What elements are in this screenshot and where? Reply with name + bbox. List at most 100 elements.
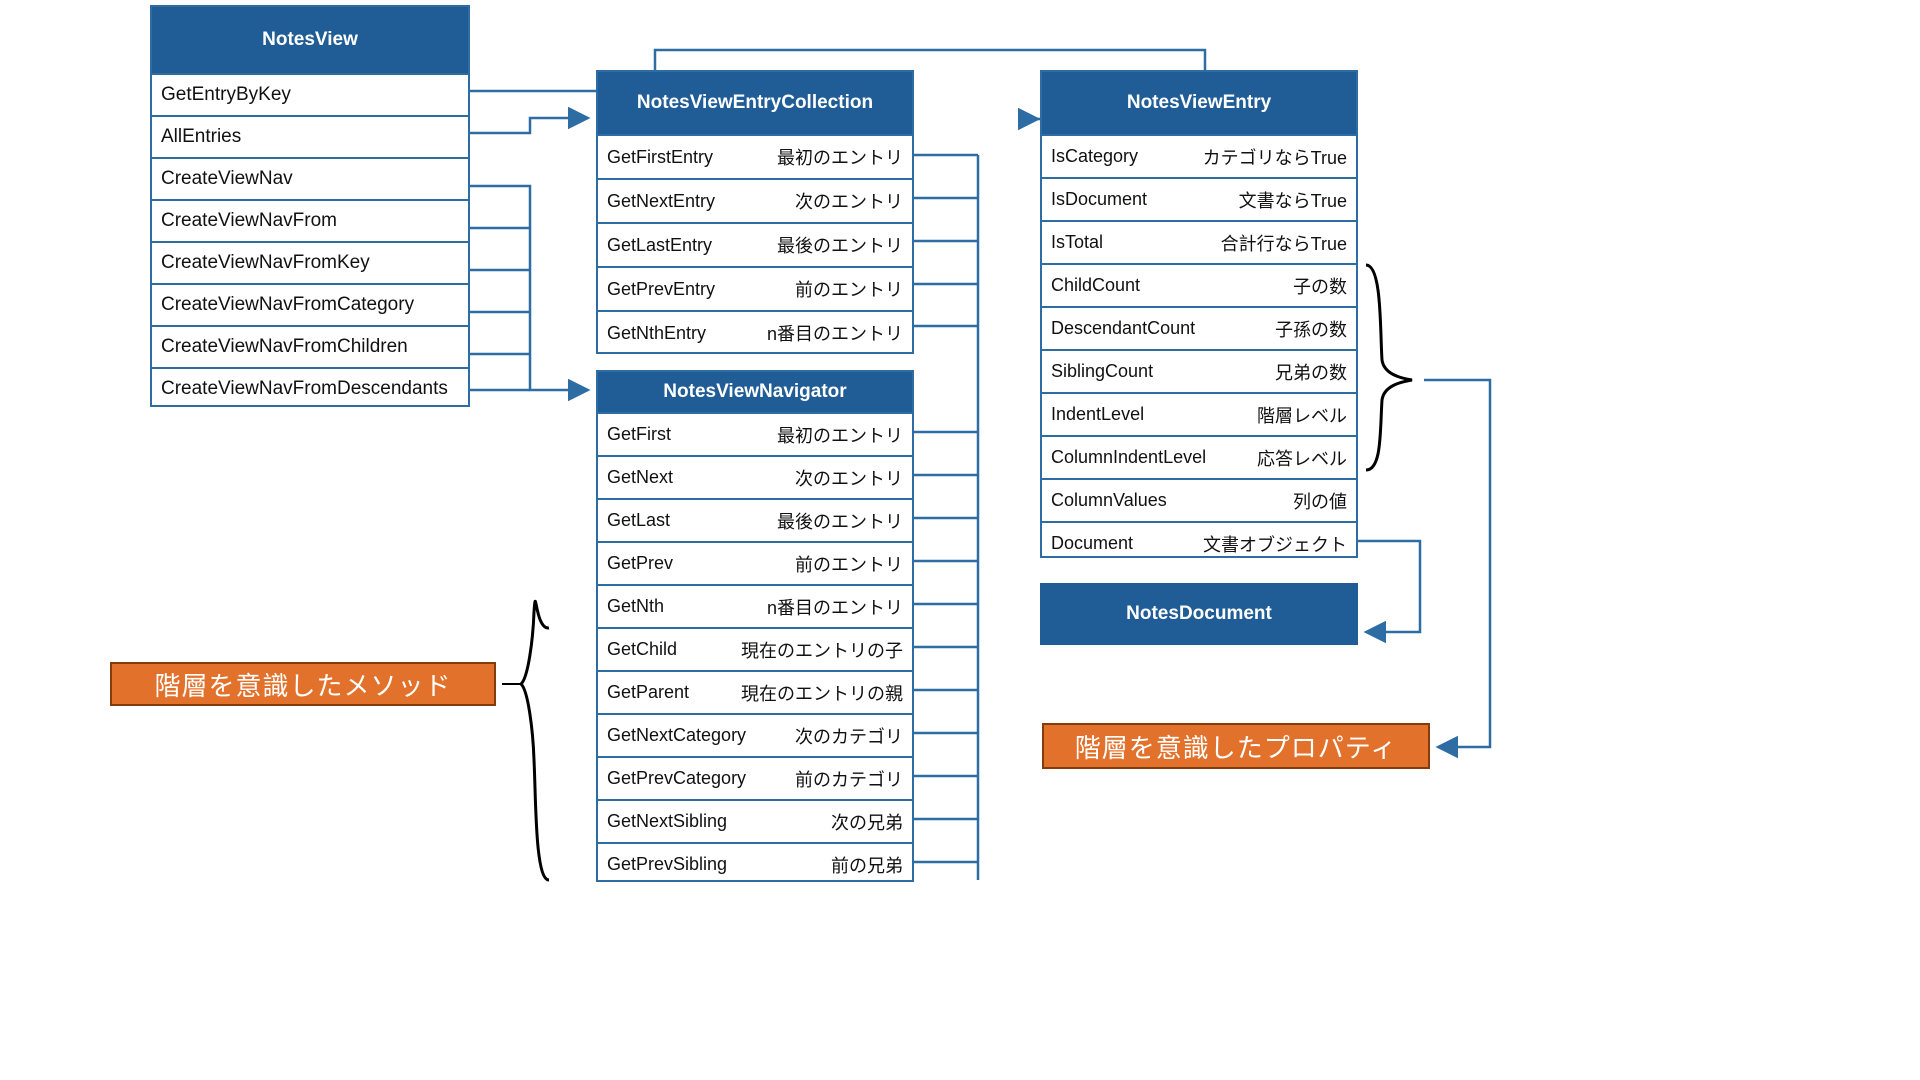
row-name: GetLastEntry: [607, 234, 713, 255]
connector-brace-to-properties-callout: [1424, 378, 1492, 759]
row-name: ChildCount: [1051, 275, 1141, 295]
class-title-notesviewnavigator: NotesViewNavigator: [598, 372, 912, 412]
class-row: CreateViewNavFrom: [152, 199, 468, 241]
row-desc: 文書オブジェクト: [1203, 534, 1347, 555]
row-desc: 文書ならTrue: [1238, 190, 1347, 211]
class-box-notesviewentry[interactable]: NotesViewEntry IsCategory カテゴリならTrue IsDo…: [1040, 70, 1358, 558]
row-name: GetParent: [607, 682, 690, 702]
row-desc: 前のエントリ: [795, 554, 903, 575]
class-row: GetNextSibling 次の兄弟: [598, 799, 912, 842]
row-desc: 次のエントリ: [795, 468, 903, 489]
class-row: SiblingCount 兄弟の数: [1042, 349, 1356, 392]
brace-entry-properties: [1365, 263, 1413, 472]
row-desc: 最後のエントリ: [777, 511, 903, 532]
class-box-notesview[interactable]: NotesView GetEntryByKey AllEntries Creat…: [150, 5, 470, 407]
class-row: GetLast 最後のエントリ: [598, 498, 912, 541]
row-name: GetEntryByKey: [161, 84, 291, 105]
row-desc: 次のカテゴリ: [795, 726, 903, 747]
class-row: GetChild 現在のエントリの子: [598, 627, 912, 670]
row-name: CreateViewNavFrom: [161, 210, 337, 231]
row-name: CreateViewNavFromCategory: [161, 294, 415, 315]
class-box-notesviewnavigator[interactable]: NotesViewNavigator GetFirst 最初のエントリ GetNe…: [596, 370, 914, 882]
class-row: GetFirst 最初のエントリ: [598, 412, 912, 455]
class-row: IsCategory カテゴリならTrue: [1042, 134, 1356, 177]
row-desc: 最初のエントリ: [777, 148, 903, 168]
row-name: GetNth: [607, 596, 665, 616]
row-desc: 現在のエントリの子: [741, 640, 903, 661]
class-row: CreateViewNavFromChildren: [152, 325, 468, 367]
class-row: CreateViewNavFromCategory: [152, 283, 468, 325]
row-desc: 次のエントリ: [795, 192, 903, 212]
row-desc: 最後のエントリ: [777, 236, 903, 256]
class-box-notesviewentrycollection[interactable]: NotesViewEntryCollection GetFirstEntry 最初…: [596, 70, 914, 354]
class-row: AllEntries: [152, 115, 468, 157]
row-name: AllEntries: [161, 126, 242, 147]
row-name: GetChild: [607, 639, 678, 659]
class-title-notesview: NotesView: [152, 7, 468, 73]
row-name: IsCategory: [1051, 146, 1139, 166]
row-name: GetFirst: [607, 424, 672, 444]
row-desc: 次の兄弟: [831, 812, 903, 833]
row-desc: 前のカテゴリ: [795, 769, 903, 790]
row-desc: 列の値: [1293, 491, 1347, 512]
callout-hierarchy-methods[interactable]: 階層を意識したメソッド: [110, 662, 496, 706]
class-row: GetNextCategory 次のカテゴリ: [598, 713, 912, 756]
class-row: GetFirstEntry 最初のエントリ: [598, 134, 912, 178]
row-desc: 子孫の数: [1275, 319, 1347, 340]
class-row: Document 文書オブジェクト: [1042, 521, 1356, 564]
row-desc: 最初のエントリ: [777, 425, 903, 446]
class-row: GetLastEntry 最後のエントリ: [598, 222, 912, 266]
row-name: GetNext: [607, 467, 674, 487]
row-name: CreateViewNavFromChildren: [161, 336, 408, 357]
row-name: GetLast: [607, 510, 671, 530]
class-row: CreateViewNavFromDescendants: [152, 367, 468, 409]
callout-hierarchy-properties[interactable]: 階層を意識したプロパティ: [1042, 723, 1430, 769]
connector-navigator-rows-to-entry: [914, 430, 978, 864]
row-name: ColumnIndentLevel: [1051, 447, 1207, 467]
connector-createviewnav-to-navigator: [470, 184, 591, 402]
row-name: GetPrev: [607, 553, 674, 573]
row-desc: カテゴリならTrue: [1202, 147, 1347, 168]
row-name: GetNextSibling: [607, 811, 728, 831]
class-row: GetPrevCategory 前のカテゴリ: [598, 756, 912, 799]
row-desc: 兄弟の数: [1275, 362, 1347, 383]
class-row: GetPrevSibling 前の兄弟: [598, 842, 912, 885]
class-row: CreateViewNavFromKey: [152, 241, 468, 283]
row-name: SiblingCount: [1051, 361, 1154, 381]
class-title-notesviewentrycollection: NotesViewEntryCollection: [598, 72, 912, 134]
row-desc: n番目のエントリ: [766, 324, 903, 344]
class-row: GetEntryByKey: [152, 73, 468, 115]
row-name: ColumnValues: [1051, 490, 1167, 510]
row-desc: 前のエントリ: [795, 280, 903, 300]
row-name: CreateViewNav: [161, 168, 293, 189]
row-desc: 前の兄弟: [831, 855, 903, 876]
brace-navigator-methods: [518, 600, 550, 882]
row-name: GetPrevSibling: [607, 854, 728, 874]
class-row: GetPrevEntry 前のエントリ: [598, 266, 912, 310]
row-name: DescendantCount: [1051, 318, 1196, 338]
row-name: GetFirstEntry: [607, 146, 714, 167]
row-name: IndentLevel: [1051, 404, 1145, 424]
class-row: GetNext 次のエントリ: [598, 455, 912, 498]
row-desc: 現在のエントリの親: [741, 683, 903, 704]
row-name: CreateViewNavFromKey: [161, 252, 370, 273]
connector-document-to-notesdocument: [1358, 539, 1422, 644]
row-name: GetNextCategory: [607, 725, 747, 745]
row-name: GetPrevEntry: [607, 278, 716, 299]
class-row: DescendantCount 子孫の数: [1042, 306, 1356, 349]
row-name: Document: [1051, 533, 1134, 553]
class-row: GetParent 現在のエントリの親: [598, 670, 912, 713]
row-name: IsDocument: [1051, 189, 1148, 209]
row-name: GetPrevCategory: [607, 768, 747, 788]
class-row: IsDocument 文書ならTrue: [1042, 177, 1356, 220]
class-box-notesdocument[interactable]: NotesDocument: [1040, 583, 1358, 645]
class-title-notesviewentry: NotesViewEntry: [1042, 72, 1356, 134]
row-name: CreateViewNavFromDescendants: [161, 378, 448, 399]
